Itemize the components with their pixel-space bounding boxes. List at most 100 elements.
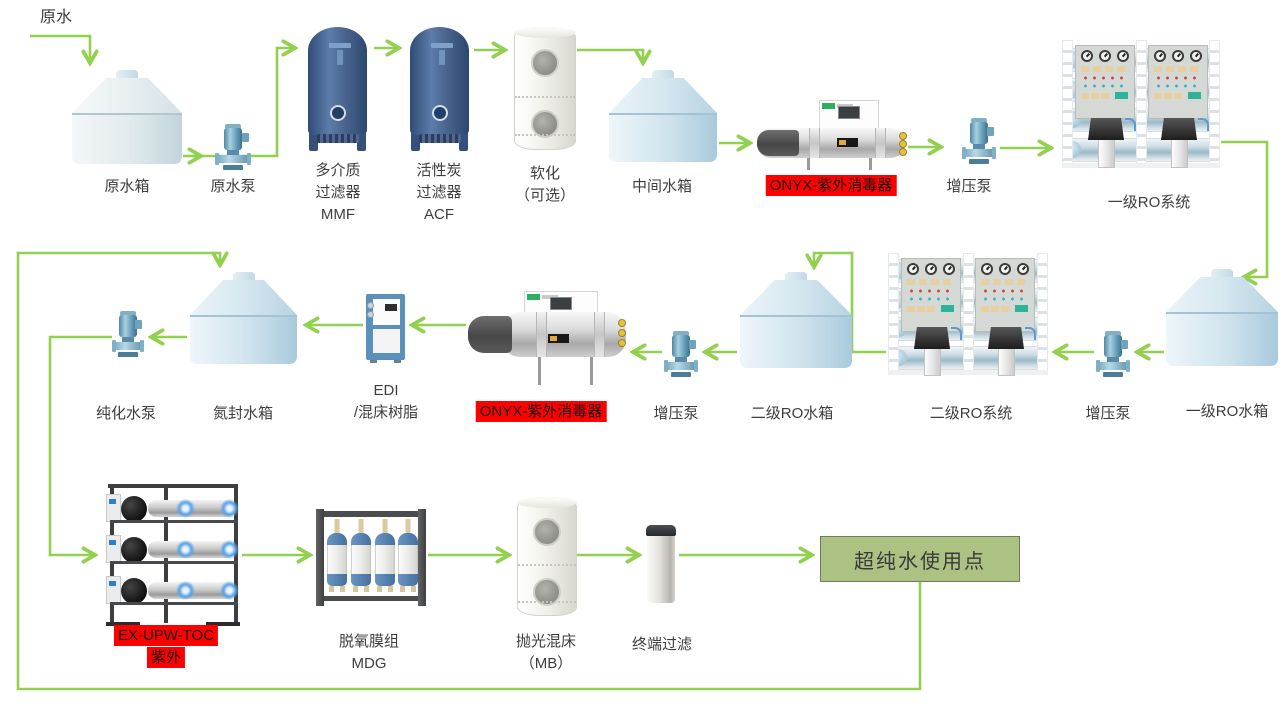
- panel-button: [991, 305, 999, 312]
- uv-brand-chip: [527, 294, 558, 300]
- cylinder-top: [517, 497, 577, 508]
- ro-frame-rail: [888, 253, 899, 375]
- pump-motor: [1104, 335, 1122, 357]
- tank-cone: [72, 78, 182, 113]
- label-raw-water-pump: 原水泵: [210, 178, 256, 195]
- pump-motor: [119, 315, 137, 337]
- ro-system-stage1: [1062, 40, 1220, 168]
- uv-clamp-ring: [594, 312, 605, 357]
- rack-shelf: [110, 520, 238, 523]
- pump-neck: [122, 337, 134, 343]
- booster-pump-3: [664, 331, 698, 377]
- uv1-highlight: ONYX-紫外消毒器: [765, 175, 897, 196]
- ro2-water-tank: [740, 272, 852, 368]
- pressure-gauge-icon: [943, 263, 955, 275]
- raw-water-tank: [72, 70, 182, 164]
- label-intermediate-tank: 中间水箱: [631, 178, 693, 195]
- toc-uv-tube: [148, 581, 239, 600]
- uv-leg: [869, 156, 872, 170]
- label-raw-water-tank: 原水箱: [104, 178, 150, 195]
- label-final-filter: 终端过滤: [631, 636, 693, 653]
- vessel-leg: [309, 123, 318, 151]
- vessel-leg: [357, 123, 366, 151]
- vessel-porthole: [431, 105, 448, 121]
- uv-lamp-port: [618, 339, 626, 347]
- panel-switch: [1115, 92, 1128, 99]
- uv-end-cap: [757, 130, 799, 156]
- ro-control-panel: [1075, 45, 1135, 119]
- rack-shelf: [110, 561, 238, 564]
- pump-neck: [227, 150, 239, 156]
- panel-buttons: [907, 279, 955, 285]
- panel-button: [1001, 305, 1009, 312]
- toc-uv-highlight-line1: EX-UPW-TOC: [113, 625, 219, 646]
- booster-pump-1: [962, 118, 996, 164]
- ro-pump-head: [1088, 118, 1124, 140]
- ro-frame-rail: [963, 253, 974, 375]
- pump-junction-box: [987, 127, 994, 136]
- pressure-gauge-icon: [1099, 50, 1111, 62]
- rack-top-bar: [108, 484, 238, 488]
- ro-pump-column: [1171, 139, 1188, 168]
- polishing-mixed-bed-vessel: [517, 497, 577, 616]
- panel-button: [1101, 92, 1109, 99]
- point-of-use-label: 超纯水使用点: [854, 550, 986, 573]
- pump-motor: [970, 122, 988, 144]
- label-uv2: ONYX-紫外消毒器: [475, 401, 607, 423]
- pump-cap: [120, 311, 136, 316]
- panel-switch: [1188, 92, 1201, 99]
- uv-disinfector-1: [757, 86, 907, 170]
- pump-cap: [971, 118, 987, 123]
- tank-cap: [232, 272, 255, 282]
- label-mb: 抛光混床 （MB）: [515, 633, 577, 672]
- label-purified-pump: 纯化水泵: [95, 405, 157, 422]
- tank-body: [72, 113, 182, 164]
- ro-frame-rail: [1062, 40, 1073, 168]
- panel-indicator-lights: [1154, 76, 1202, 80]
- panel-button: [1154, 92, 1162, 99]
- edi-lower-panel: [373, 329, 400, 353]
- tank-cone: [1166, 277, 1278, 312]
- pump-neck: [1107, 357, 1119, 363]
- pipe-rawwater-inlet: [30, 34, 90, 62]
- toc-uv-tube: [148, 499, 239, 518]
- edi-foot: [394, 360, 401, 363]
- uv-disinfector-2: [468, 291, 626, 385]
- label-edi: EDI /混床树脂: [353, 382, 419, 421]
- panel-button: [1091, 92, 1099, 99]
- filter-cap: [646, 525, 676, 536]
- pump-motor: [224, 128, 242, 150]
- ro-pump-column: [1098, 139, 1115, 168]
- pump-flange: [664, 360, 698, 372]
- cylinder-seam: [515, 95, 575, 98]
- tank-body: [1166, 312, 1278, 366]
- toc-flange-disc: [121, 578, 147, 604]
- cylinder-porthole: [531, 48, 559, 77]
- cylinder-top: [514, 27, 576, 38]
- uv2-highlight: ONYX-紫外消毒器: [475, 401, 607, 422]
- softener-vessel: [514, 27, 576, 150]
- ro-system-stage2: [888, 253, 1048, 376]
- ro-control-panel: [901, 258, 961, 332]
- tank-cone: [740, 280, 852, 315]
- uv-display: [838, 106, 860, 119]
- toc-uv-highlight-line2: 紫外: [146, 647, 185, 668]
- ex-upw-toc-uv-rack: [106, 478, 240, 626]
- uv-label-sticker: [837, 138, 858, 147]
- panel-indicator-lights: [1154, 84, 1202, 88]
- label-ro2-tank: 二级RO水箱: [750, 405, 834, 422]
- pump-flange: [1096, 360, 1130, 372]
- pump-flange: [112, 340, 144, 352]
- pressure-gauge-icon: [1190, 50, 1202, 62]
- uv-clamp-ring: [536, 312, 547, 357]
- tank-cap: [652, 70, 674, 80]
- panel-button: [927, 305, 935, 312]
- toc-control-box: [106, 535, 121, 563]
- label-raw-water: 原水: [40, 9, 73, 26]
- panel-indicator-lights: [981, 297, 1029, 301]
- uv-lamp-port: [899, 140, 907, 148]
- cylinder-seam: [515, 134, 575, 137]
- pressure-gauge-icon: [1172, 50, 1184, 62]
- vessel-valve: [337, 50, 343, 65]
- rack-shelf: [110, 602, 238, 605]
